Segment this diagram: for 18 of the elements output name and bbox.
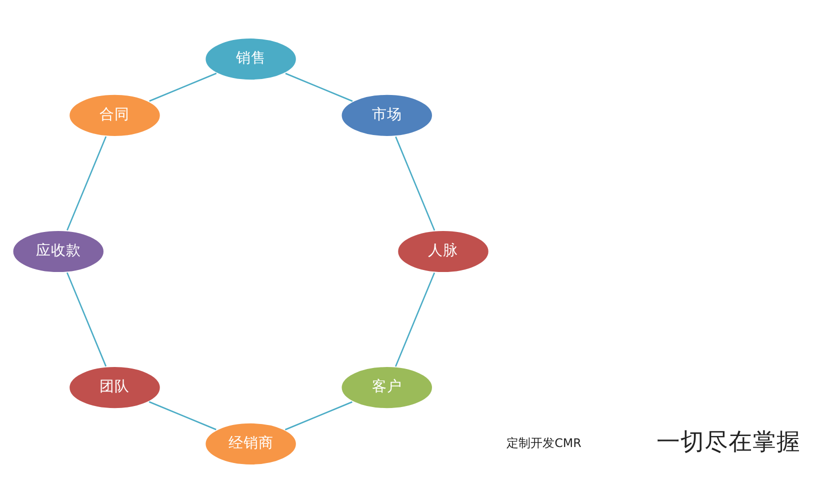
connector xyxy=(148,401,216,430)
node-ellipse: 合同 xyxy=(68,93,162,138)
connector xyxy=(284,401,352,430)
connector xyxy=(66,136,107,230)
connector xyxy=(394,272,436,367)
node-ellipse: 销售 xyxy=(204,36,298,82)
node-ellipse: 人脉 xyxy=(396,229,490,274)
connector xyxy=(395,136,436,231)
node-ellipse: 团队 xyxy=(68,365,162,410)
node-ellipse: 应收款 xyxy=(11,229,106,274)
node-ellipse: 经销商 xyxy=(204,422,298,466)
connector xyxy=(285,72,353,102)
node-ellipse: 客户 xyxy=(340,365,434,410)
connector xyxy=(66,272,107,367)
label: 一切尽在掌握 xyxy=(656,428,800,456)
label: 定制开发CMR xyxy=(506,436,582,450)
connector xyxy=(149,72,217,102)
node-ellipse: 市场 xyxy=(340,93,434,138)
